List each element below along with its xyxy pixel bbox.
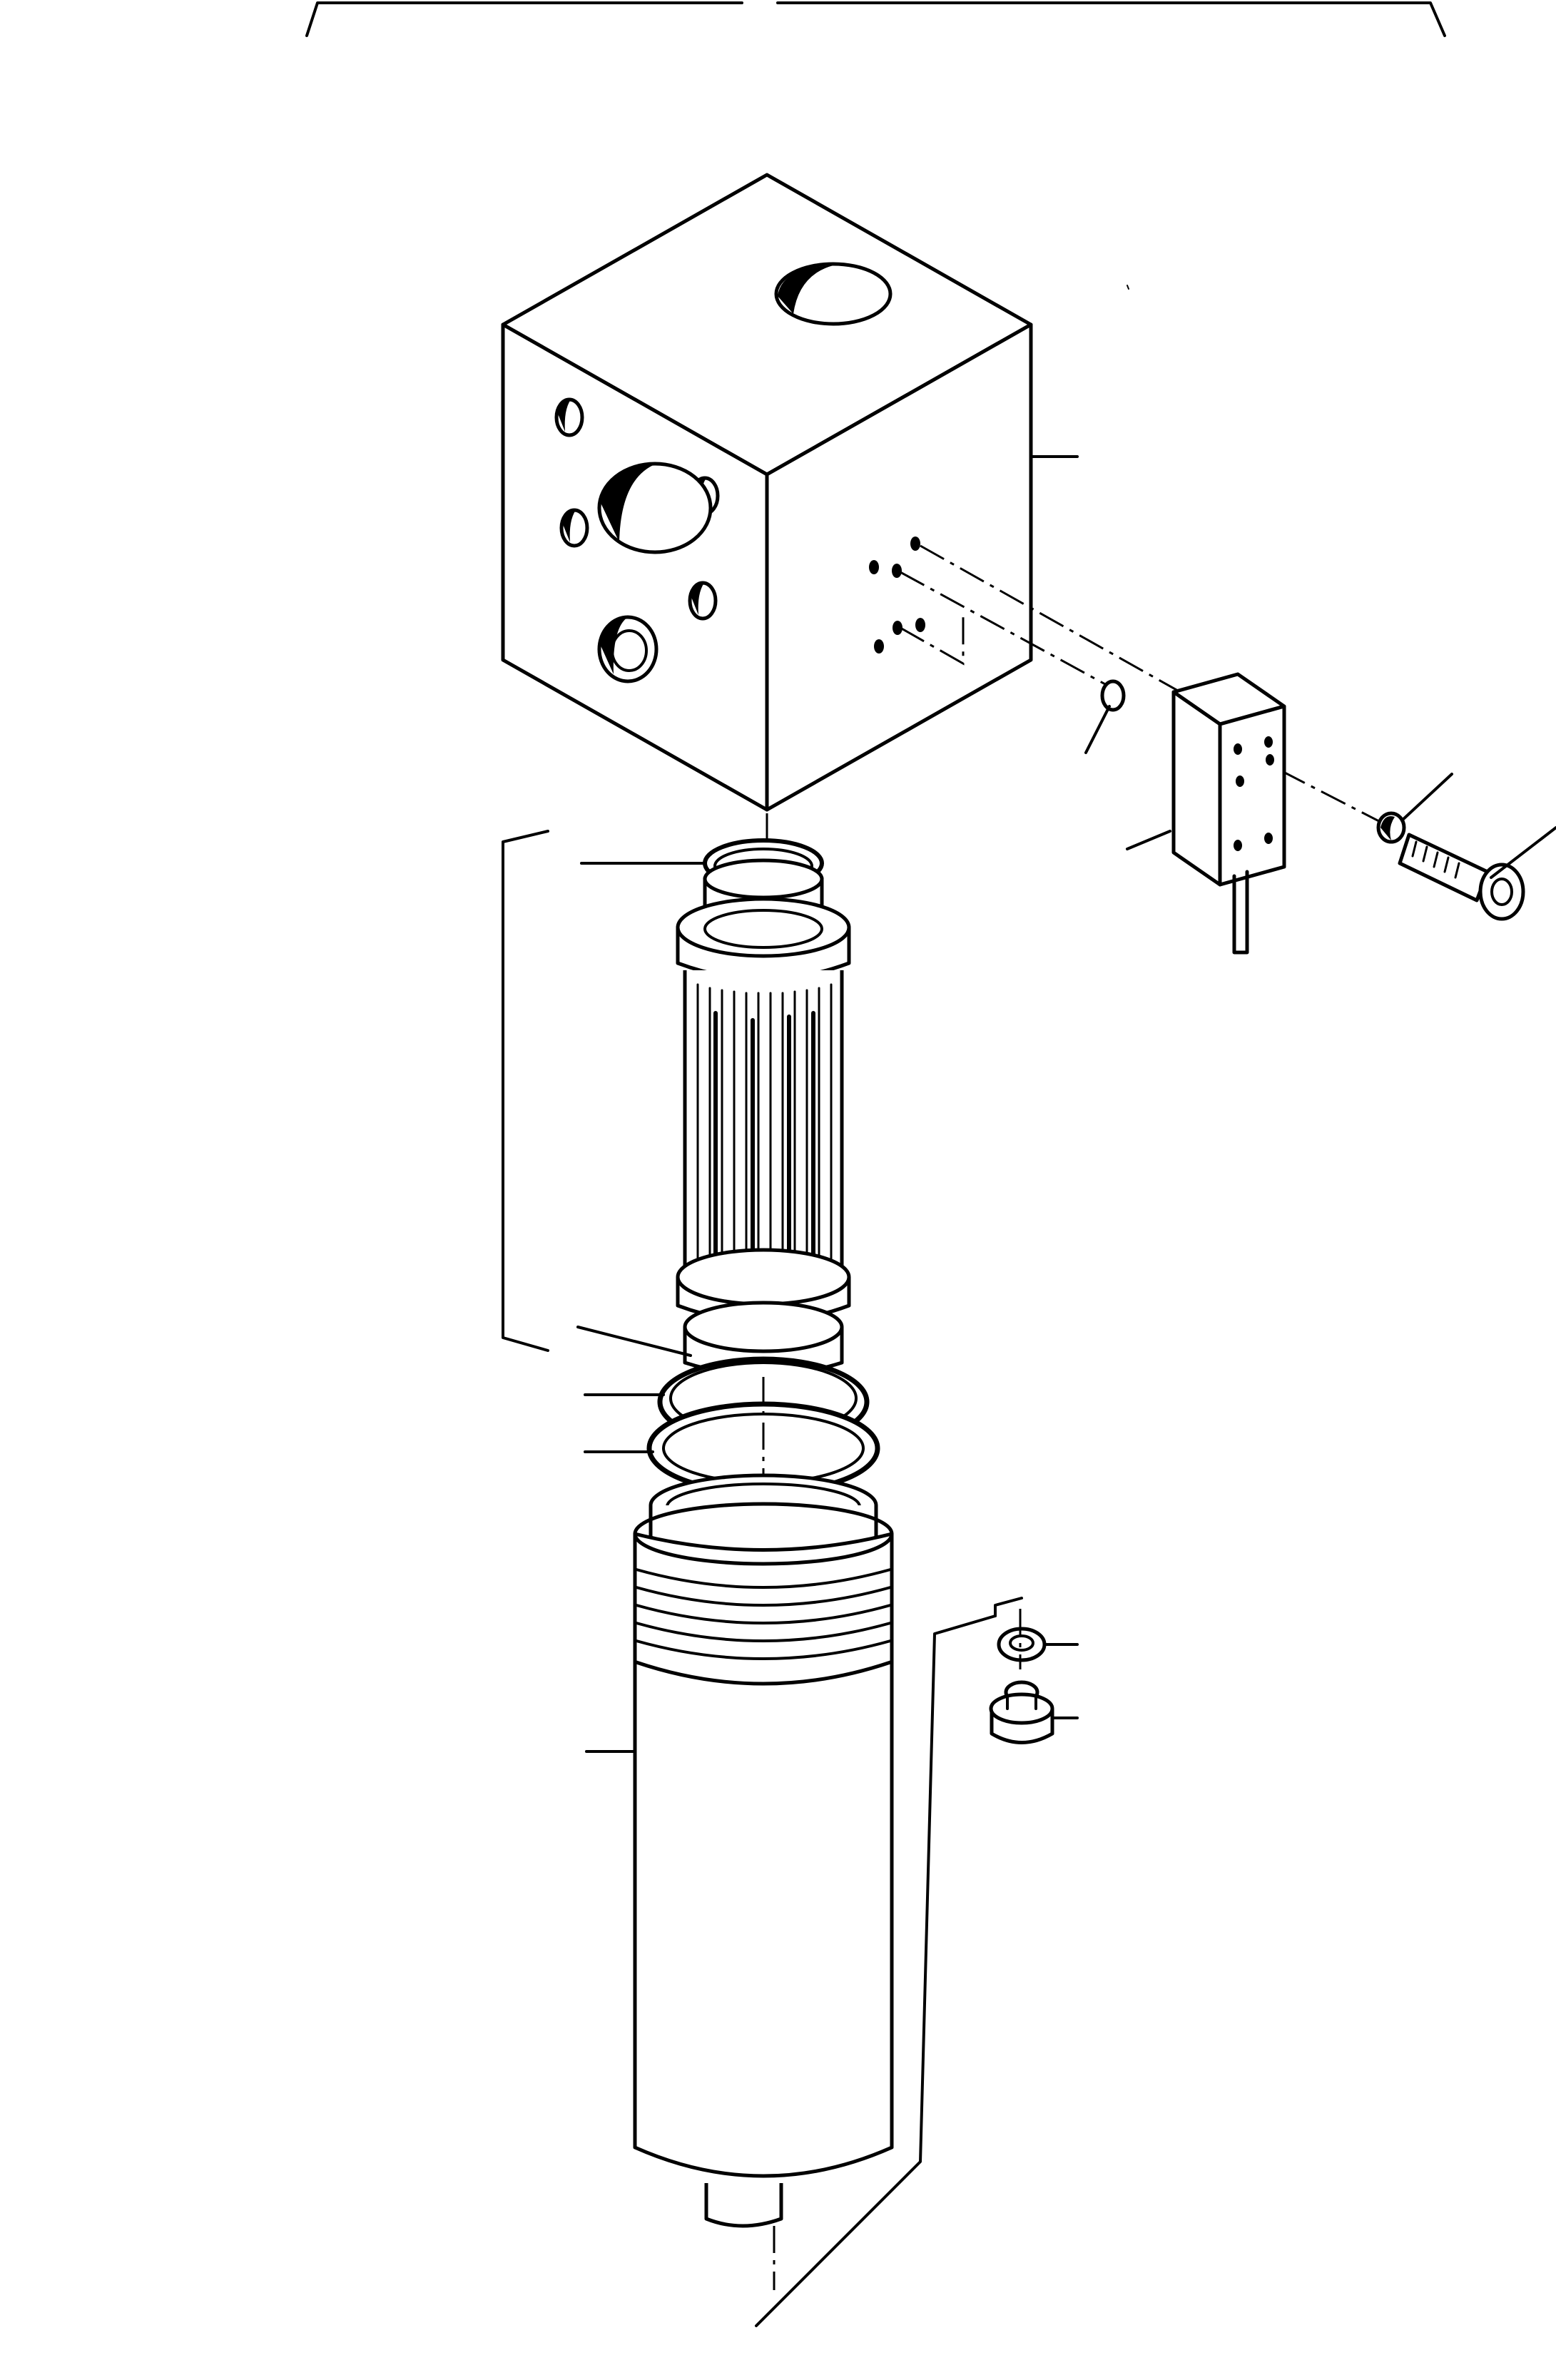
leader-o-ring (1084, 705, 1111, 754)
front-face-ports (554, 397, 720, 683)
filter-element-assembly (646, 838, 880, 1520)
filter-pleats (696, 983, 833, 1293)
washer-and-screw (1376, 811, 1525, 921)
leader-switch (1126, 830, 1171, 850)
callout-leaders (576, 285, 1556, 1753)
pressure-switch (1171, 672, 1286, 955)
drain-plug-group (989, 1609, 1054, 1744)
leader-tick (1127, 285, 1129, 290)
valve-block (501, 173, 1033, 812)
group-brackets (502, 830, 1023, 2327)
switch-o-ring (1100, 679, 1126, 712)
leader-spring (576, 1326, 692, 1357)
bowl-threads (634, 1568, 893, 1686)
side-face-holes (869, 536, 925, 654)
leader-screw (1490, 826, 1556, 879)
leader-washer (1400, 773, 1453, 822)
filter-bowl (633, 1473, 894, 2290)
page-frame-top (305, 1, 1446, 37)
